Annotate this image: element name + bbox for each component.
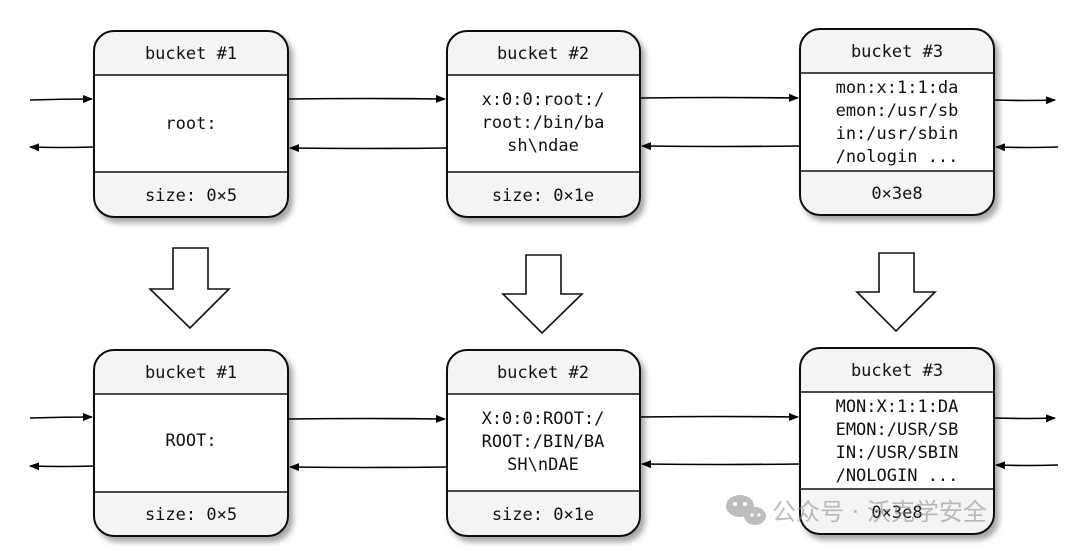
bucket-content-line: SH\nDAE	[507, 455, 579, 475]
bucket-1-original: bucket #1 root: size: 0×5	[93, 30, 289, 218]
bucket-content-line: root:	[165, 114, 216, 134]
bucket-2-transformed: bucket #2 X:0:0:ROOT:/ ROOT:/BIN/BA SH\n…	[446, 349, 641, 537]
next-arrow-out	[994, 414, 1056, 423]
prev-arrow-in	[995, 461, 1059, 470]
next-arrow-1-2	[288, 94, 446, 103]
row-original: bucket #1 root: size: 0×5 bucket #2 x:0:…	[29, 28, 1059, 218]
row-transformed: bucket #1 ROOT: size: 0×5 bucket #2 X:0:…	[29, 347, 1059, 537]
bucket-content-line: /nologin ...	[836, 147, 959, 167]
prev-arrow-3-2	[641, 460, 801, 469]
bucket-content-line: emon:/usr/sb	[836, 101, 959, 121]
bucket-content-line: X:0:0:ROOT:/	[482, 409, 605, 429]
next-arrow-2-3	[640, 412, 799, 421]
bucket-size: 0×3e8	[871, 503, 922, 523]
bucket-content-line: root:/bin/ba	[482, 113, 605, 133]
bucket-size: size: 0×5	[145, 505, 237, 525]
next-arrow-1-2	[288, 414, 446, 423]
prev-arrow-2-1	[289, 144, 448, 153]
watermark: 公众号 · 沃克学安全	[726, 495, 987, 526]
bucket-2-original: bucket #2 x:0:0:root:/ root:/bin/ba sh\n…	[446, 30, 641, 218]
prev-arrow-3-2	[641, 142, 801, 151]
bucket-content-line: ROOT:	[165, 431, 216, 451]
bucket-size: 0×3e8	[871, 184, 922, 204]
bucket-content-line: MON:X:1:1:DA	[836, 397, 959, 417]
bucket-content-line: mon:x:1:1:da	[836, 78, 959, 98]
next-arrow-in	[29, 95, 93, 104]
wechat-icon	[726, 495, 766, 525]
bucket-title: bucket #3	[851, 42, 943, 62]
bucket-content-line: EMON:/USR/SB	[836, 420, 959, 440]
prev-arrow-out	[29, 143, 95, 152]
down-arrow-icon	[501, 254, 584, 335]
bucket-content-line: ROOT:/BIN/BA	[482, 432, 605, 452]
prev-arrow-2-1	[289, 463, 448, 472]
bucket-content-line: in:/usr/sbin	[836, 124, 959, 144]
bucket-size: size: 0×5	[145, 186, 237, 206]
bucket-title: bucket #3	[851, 361, 943, 381]
bucket-content-line: x:0:0:root:/	[482, 90, 605, 110]
next-arrow-out	[994, 96, 1056, 105]
bucket-content-line: IN:/USR/SBIN	[836, 443, 959, 463]
bucket-content-line: /NOLOGIN ...	[836, 466, 959, 486]
bucket-title: bucket #2	[497, 363, 589, 383]
bucket-3-transformed: bucket #3 MON:X:1:1:DA EMON:/USR/SB IN:/…	[799, 347, 995, 535]
bucket-size: size: 0×1e	[492, 186, 594, 206]
link-arrows-original	[29, 93, 1059, 153]
down-arrow-icon	[148, 247, 231, 330]
prev-arrow-out	[29, 462, 95, 471]
bucket-content-line: sh\ndae	[507, 136, 579, 156]
next-arrow-2-3	[640, 93, 799, 102]
watermark-text: 公众号 · 沃克学安全	[772, 498, 987, 526]
bucket-1-transformed: bucket #1 ROOT: size: 0×5	[93, 349, 289, 537]
bucket-title: bucket #2	[497, 44, 589, 64]
link-arrows-transformed	[29, 412, 1059, 472]
bucket-3-original: bucket #3 mon:x:1:1:da emon:/usr/sb in:/…	[799, 28, 995, 216]
bucket-title: bucket #1	[145, 44, 237, 64]
transform-arrows	[148, 247, 937, 335]
down-arrow-icon	[855, 252, 937, 333]
bucket-title: bucket #1	[145, 363, 237, 383]
next-arrow-in	[29, 413, 93, 422]
prev-arrow-in	[995, 143, 1059, 152]
bucket-size: size: 0×1e	[492, 505, 594, 525]
